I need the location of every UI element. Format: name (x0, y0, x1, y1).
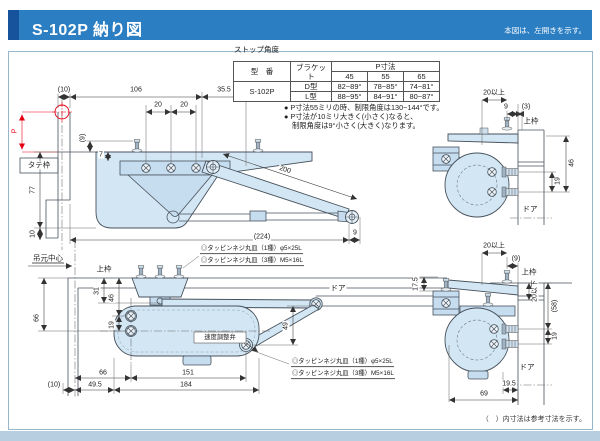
notes: ● P寸法55ミリの時、制限角度は130~144°です。 ● P寸法が10ミリ大… (284, 103, 444, 130)
pdim-65: 65 (403, 71, 440, 82)
col-bracket-header: ブラケット (290, 61, 332, 82)
dim-9r: 9 (503, 103, 509, 111)
bottom-side-view (418, 250, 572, 405)
stop-angle-table: 型 番 ブラケット P寸法 45 55 65 S-102P D型 82~89° … (233, 61, 440, 102)
dim-20-max: 20以下 (531, 279, 539, 303)
dim-19c: 19 (551, 331, 559, 341)
dim-66h: 66 (98, 369, 108, 377)
dim-58-paren: (58) (551, 298, 559, 314)
dim-106: 106 (129, 86, 143, 94)
angle-cell: 84~91° (367, 91, 404, 102)
dim-49: 49 (282, 321, 290, 331)
head-frame-label: 上枠 (522, 116, 540, 126)
stop-angle-caption: ストップ角度 (234, 45, 279, 54)
dim-66v: 66 (33, 313, 41, 323)
reference-note: （ ）内寸法は参考寸法を示す。 (481, 416, 586, 423)
bracket-d-cell: D型 (290, 81, 332, 92)
dim-224: (224) (252, 233, 272, 241)
dim-35-5: 35.5 (216, 86, 232, 94)
dim-46b: 46 (108, 293, 116, 303)
dim-20-a: 20 (153, 101, 163, 109)
head-frame-label-2: 上枠 (95, 264, 113, 274)
dim-9-paren-2: (9) (510, 255, 522, 263)
col-model-header: 型 番 (233, 61, 291, 82)
dim-31: 31 (93, 286, 101, 296)
angle-cell: 74~81° (403, 81, 440, 92)
note-line-2: ● P寸法が10ミリ大きく(小さく)なると、 (284, 111, 418, 121)
pdim-55: 55 (367, 71, 404, 82)
note-line-1: ● P寸法55ミリの時、制限角度は130~144°です。 (284, 103, 444, 112)
dim-46r: 46 (568, 158, 576, 168)
dim-9-paren: (9) (79, 132, 87, 144)
dim-77: 77 (29, 185, 37, 195)
door-label: ドア (521, 204, 539, 214)
dim-49-5: 49.5 (87, 381, 103, 389)
dim-69: 69 (479, 390, 489, 398)
pdim-45: 45 (331, 71, 368, 82)
speed-valve-label: 速度調整弁 (204, 333, 236, 341)
hinge-center-label: 吊元中心 (32, 253, 64, 264)
model-cell: S-102P (233, 81, 291, 102)
note-line-3: 制限角度は9°小さく(大きく)なります。 (292, 120, 420, 130)
dim-10v: 10 (29, 229, 37, 239)
bottom-band (0, 431, 600, 441)
dim-151: 151 (181, 369, 195, 377)
dim-20-min: 20以上 (482, 89, 506, 97)
bracket-l-cell: L型 (290, 91, 332, 102)
orientation-note: 本図は、左開きを示す。 (504, 26, 586, 35)
head-frame-label-3: 上枠 (520, 267, 538, 277)
dim-7: 7 (98, 151, 104, 159)
angle-cell: 78~85° (367, 81, 404, 92)
dim-10-paren-2: (10) (46, 381, 62, 389)
title-bar: S-102P 納り図 本図は、左開きを示す。 (8, 10, 592, 40)
door-label-2: ドア (329, 283, 347, 293)
bottom-plan-view (28, 240, 447, 398)
dim-9: 9 (352, 229, 358, 237)
dim-20-min-2: 20以上 (482, 242, 506, 250)
dim-10-paren: (10) (56, 86, 72, 94)
dim-20-b: 20 (179, 101, 189, 109)
top-side-view (432, 97, 570, 225)
screw-note-2: ◎タッピンネジ丸皿（3種）M5×16L (200, 257, 304, 266)
screw-note-4: ◎タッピンネジ丸皿（3種）M5×16L (291, 370, 395, 379)
vertical-frame-label: タテ枠 (26, 160, 52, 170)
angle-cell: 88~95° (331, 91, 368, 102)
angle-cell: 82~89° (331, 81, 368, 92)
dim-184: 184 (179, 381, 193, 389)
title-accent (8, 10, 19, 40)
page-title: S-102P 納り図 (32, 22, 143, 39)
screw-note-3: ◎タッピンネジ丸皿（1種）φ5×25L (291, 358, 394, 367)
dim-19r: 19 (554, 176, 562, 186)
dim-p: P (11, 127, 19, 135)
door-label-3: ドア (518, 362, 536, 372)
dim-3-paren: (3) (520, 103, 532, 111)
angle-cell: 80~87° (403, 91, 440, 102)
dim-19b: 19 (108, 320, 116, 330)
dim-17-5: 17.5 (412, 276, 420, 292)
dim-19-5: 19.5 (501, 380, 517, 388)
col-pdim-header: P寸法 (331, 61, 440, 72)
screw-note-1: ◎タッピンネジ丸皿（1種）φ5×25L (200, 245, 303, 254)
